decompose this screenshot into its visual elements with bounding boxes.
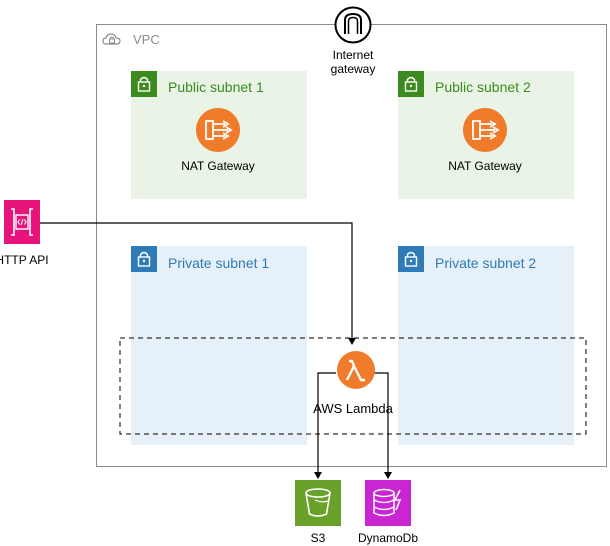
internet-gateway-label: Internet gateway <box>313 48 393 76</box>
public-subnet-lock-icon <box>398 71 424 97</box>
cloud-lock-icon <box>102 33 121 45</box>
s3-bucket-icon <box>295 480 341 526</box>
private-subnet-2-label: Private subnet 2 <box>435 255 537 271</box>
private-subnet-lock-icon <box>131 246 157 272</box>
internet-gateway-label-line1: Internet <box>332 48 374 62</box>
nat-gateway-2-label: NAT Gateway <box>448 159 522 173</box>
api-to-lambda-connector <box>37 222 356 345</box>
nat-gateway-icon <box>463 108 507 152</box>
private-subnet-1 <box>131 246 307 445</box>
lambda-to-s3-connector <box>314 372 336 479</box>
public-subnet-2-label: Public subnet 2 <box>435 79 531 95</box>
aws-lambda-label: AWS Lambda <box>313 401 393 416</box>
lambda-icon <box>337 351 375 389</box>
lambda-to-dynamodb-connector <box>370 372 392 479</box>
nat-gateway-icon <box>196 108 240 152</box>
internet-gateway-label-line2: gateway <box>330 62 376 76</box>
vpc-label: VPC <box>133 32 160 47</box>
lambda-group-boundary <box>119 337 587 435</box>
private-subnet-1-label: Private subnet 1 <box>168 255 270 271</box>
http-api-label: HTTP API <box>0 253 49 267</box>
nat-gateway-1-label: NAT Gateway <box>181 159 255 173</box>
dynamodb-icon <box>365 480 411 526</box>
public-subnet-1-label: Public subnet 1 <box>168 79 264 95</box>
api-gateway-icon <box>4 200 40 244</box>
s3-label: S3 <box>310 531 326 545</box>
dynamodb-label: DynamoDb <box>357 531 419 545</box>
internet-gateway-icon <box>334 6 372 44</box>
private-subnet-2 <box>398 246 574 445</box>
public-subnet-lock-icon <box>131 71 157 97</box>
private-subnet-lock-icon <box>398 246 424 272</box>
